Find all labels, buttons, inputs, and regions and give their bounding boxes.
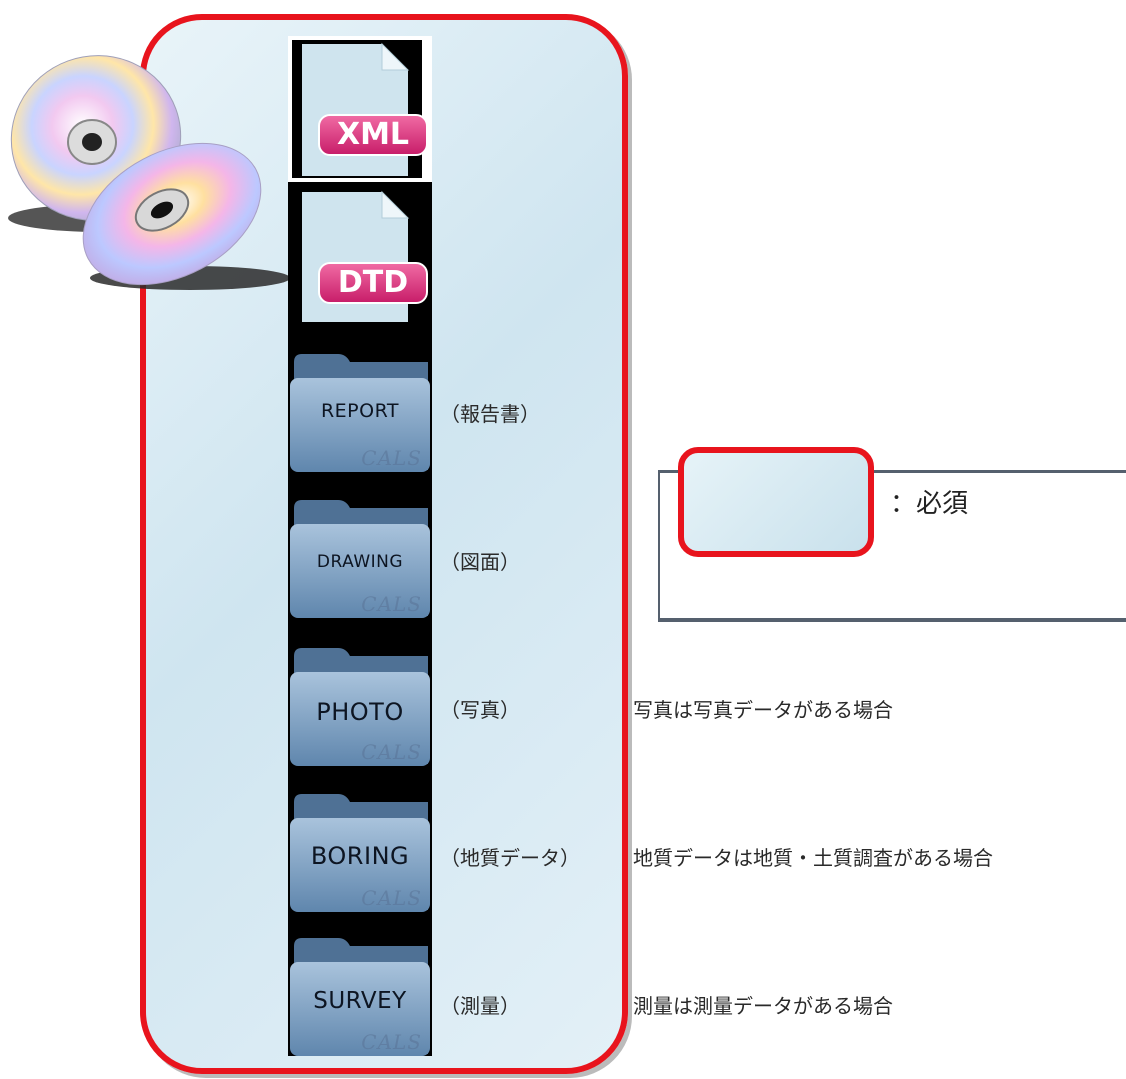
folder-caption-boring: （地質データ）	[440, 846, 580, 870]
dtd-badge: DTD	[318, 262, 428, 304]
note-survey: 測量は測量データがある場合	[633, 994, 893, 1018]
folder-caption-drawing: （図面）	[440, 550, 520, 574]
legend-required-text: ：必須	[890, 489, 969, 519]
xml-file-icon: XML	[288, 36, 432, 182]
folder-photo-icon: PHOTO CALS	[288, 642, 432, 770]
cals-watermark: CALS	[361, 446, 422, 470]
cals-watermark: CALS	[361, 740, 422, 764]
legend-box	[658, 470, 1126, 622]
folder-column: XML DTD REPORT CALS DRAWING	[288, 36, 432, 1056]
folder-report-icon: REPORT CALS	[288, 348, 432, 476]
cals-watermark: CALS	[361, 1030, 422, 1054]
folder-caption-report: （報告書）	[440, 402, 540, 426]
folder-label: PHOTO	[316, 698, 404, 726]
folder-caption-survey: （測量）	[440, 994, 520, 1018]
cd-disc-icon	[8, 55, 290, 290]
cals-watermark: CALS	[361, 592, 422, 616]
cals-watermark: CALS	[361, 886, 422, 910]
folder-drawing-icon: DRAWING CALS	[288, 494, 432, 622]
xml-badge: XML	[318, 114, 428, 156]
folder-survey-icon: SURVEY CALS	[288, 932, 432, 1060]
folder-label: DRAWING	[316, 552, 404, 572]
folder-caption-photo: （写真）	[440, 698, 520, 722]
note-photo: 写真は写真データがある場合	[633, 698, 893, 722]
note-boring: 地質データは地質・土質調査がある場合	[633, 846, 993, 870]
dtd-file-icon: DTD	[288, 182, 432, 328]
folder-boring-icon: BORING CALS	[288, 788, 432, 916]
folder-label: REPORT	[320, 400, 400, 422]
folder-label: BORING	[310, 842, 410, 870]
legend-required-swatch	[678, 447, 874, 557]
folder-label: SURVEY	[313, 988, 407, 1014]
